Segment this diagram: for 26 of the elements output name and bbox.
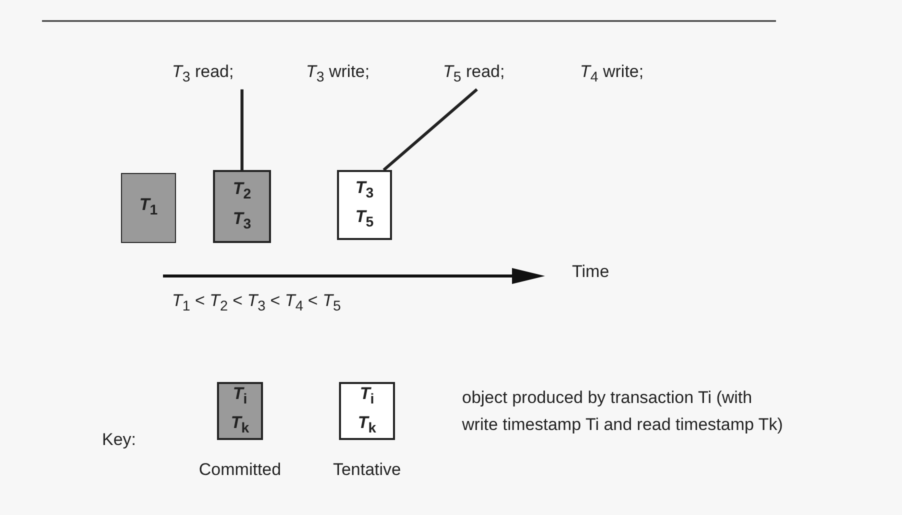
committed-object-box — [121, 173, 176, 243]
timestamp-text: T$_{3}$ — [232, 208, 252, 234]
timestamp-text: T$_{2}$ — [232, 178, 252, 204]
tentative-object-box — [337, 170, 392, 240]
key-description: object produced by transaction Ti (with write timestamp Ti and read timestamp Tk) — [462, 387, 784, 436]
ordering-label: T$_{1}$ < T$_{2}$ < T$_{3}$ < T$_{4}$ < T$_{5}$ — [172, 291, 341, 314]
operation-label: T$_{4}$ write; — [580, 62, 644, 86]
status-caption: Committed — [198, 460, 282, 480]
operation-label: T$_{3}$ write; — [306, 62, 370, 86]
timestamp-text: T$_{i}$ — [232, 382, 248, 409]
committed-object-box — [213, 170, 271, 243]
timestamp-text: T$_{1}$ — [139, 194, 158, 221]
axis-label: Time — [572, 262, 610, 282]
operation-label: T$_{3}$ read; — [172, 62, 234, 86]
tentative-object-box — [339, 382, 395, 440]
leader-line — [240, 89, 244, 170]
operation-label: T$_{5}$ read; — [443, 62, 505, 86]
timestamp-text: T$_{k}$ — [358, 412, 376, 438]
timestamp-text: T$_{i}$ — [360, 382, 374, 409]
leader-line — [382, 88, 478, 172]
timestamp-text: T$_{3}$ — [355, 176, 374, 203]
timestamp-text: T$_{5}$ — [355, 206, 374, 232]
key-label: Key: — [102, 430, 136, 450]
committed-object-box — [217, 382, 263, 440]
status-caption: Tentative — [332, 460, 402, 480]
timestamp-text: T$_{k}$ — [230, 412, 250, 438]
